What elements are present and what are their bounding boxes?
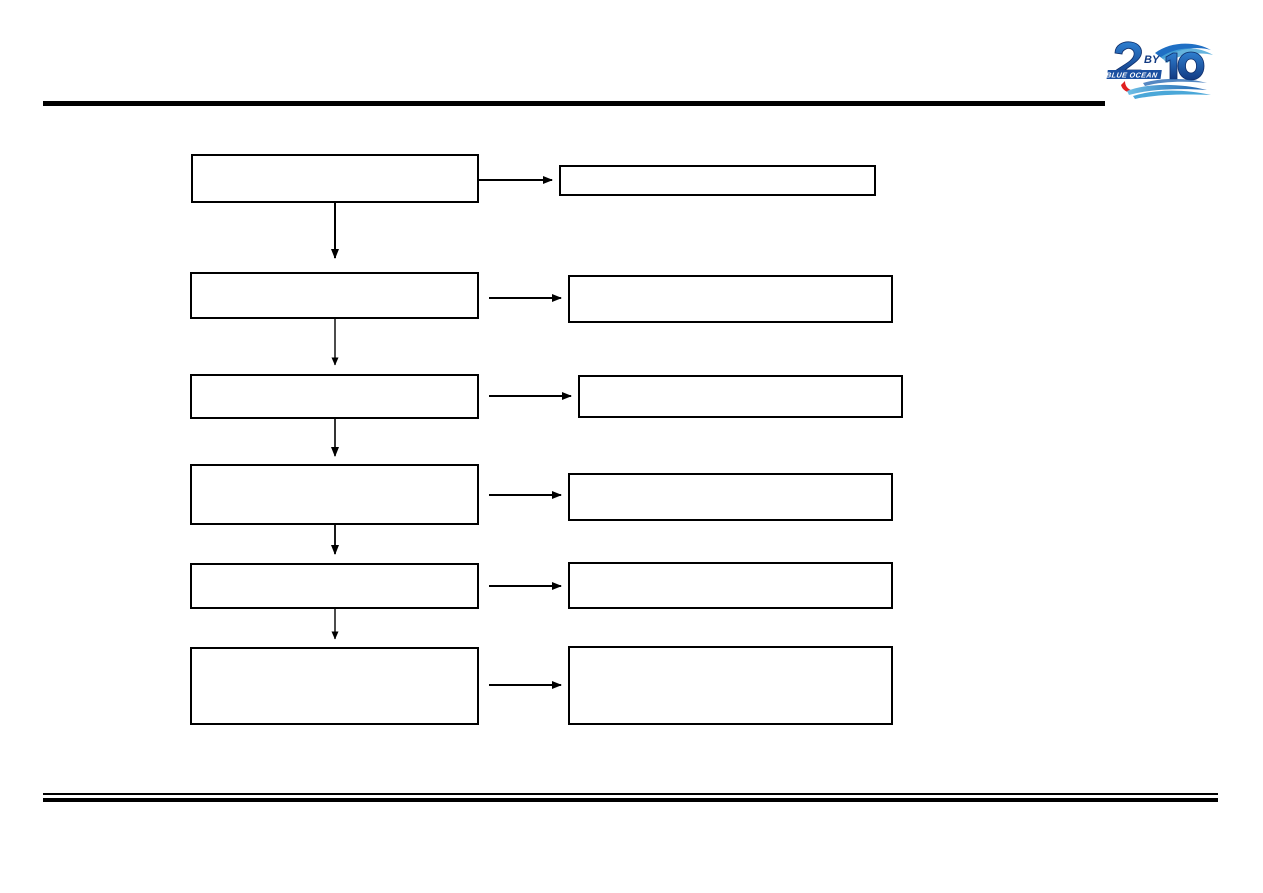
blue-ocean-2by10-logo: BY BLUE OCEAN [1103, 33, 1223, 101]
flow-box-note-6[interactable] [568, 646, 893, 725]
footer-rule-thin [43, 793, 1218, 795]
flow-box-step-2[interactable] [190, 272, 479, 319]
flow-box-step-5[interactable] [190, 563, 479, 609]
flow-box-note-1[interactable] [559, 165, 876, 196]
flow-box-note-5[interactable] [568, 562, 893, 609]
header-rule [43, 101, 1105, 106]
flow-box-step-6[interactable] [190, 647, 479, 725]
flow-box-note-4[interactable] [568, 473, 893, 521]
flow-box-step-4[interactable] [190, 464, 479, 525]
footer-rule-thick [43, 798, 1218, 802]
flow-box-step-1[interactable] [191, 154, 479, 203]
svg-text:BLUE OCEAN: BLUE OCEAN [1105, 71, 1158, 80]
flow-box-step-3[interactable] [190, 374, 479, 419]
svg-text:BY: BY [1144, 54, 1161, 66]
flow-box-note-2[interactable] [568, 275, 893, 323]
flow-box-note-3[interactable] [578, 375, 903, 418]
